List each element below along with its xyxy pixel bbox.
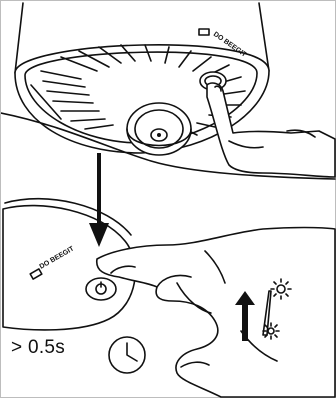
dim-sun-icon (262, 322, 280, 340)
hold-duration-label: > 0.5s (11, 337, 66, 358)
press-arrow (89, 153, 109, 247)
pressing-hand-bottom (95, 226, 336, 398)
pressing-hand-top (206, 82, 336, 178)
brightness-ramp (262, 290, 272, 336)
lamp-housing (14, 2, 270, 154)
closeup-power-button (85, 277, 117, 301)
clock-icon (108, 336, 146, 374)
divider-curve (1, 112, 336, 180)
lamp-lens (126, 102, 192, 156)
bright-sun-icon (270, 278, 292, 300)
brightness-up-arrow (235, 291, 255, 341)
